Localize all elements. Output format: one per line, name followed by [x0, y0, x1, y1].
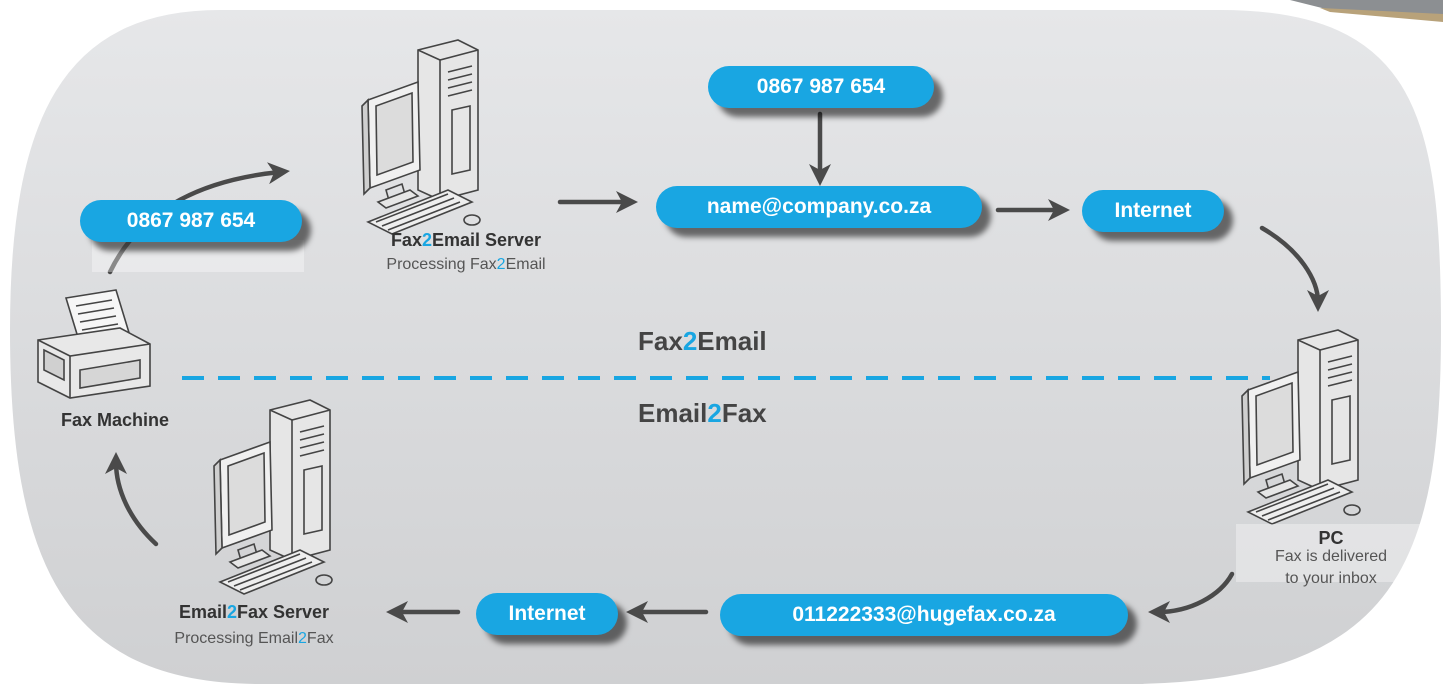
- pc-line2: to your inbox: [1285, 570, 1377, 587]
- email2fax-server-subtitle: Processing Email2Fax: [174, 630, 334, 647]
- fax-number-top-pill: 0867 987 654: [708, 66, 934, 108]
- fax-machine-label: Fax Machine: [60, 410, 170, 430]
- fax-number-left-pill: 0867 987 654: [80, 200, 302, 242]
- hugefax-address-pill: 011222333@hugefax.co.za: [720, 594, 1128, 636]
- email2fax-server-title: Email2Fax Server: [178, 602, 330, 622]
- arrow-icon: [105, 452, 159, 547]
- fax2email-server-title: Fax2Email Server: [390, 230, 542, 250]
- arrow-icon: [1148, 571, 1235, 623]
- internet-top-pill: Internet: [1082, 190, 1224, 232]
- email-address-pill: name@company.co.za: [656, 186, 982, 228]
- section-fax2email: Fax2Email: [638, 326, 767, 356]
- fax2email-server-subtitle: Processing Fax2Email: [386, 256, 546, 273]
- fax-machine-icon: [37, 289, 151, 399]
- pc-label: PC: [1318, 528, 1344, 548]
- arrow-icon: [1259, 225, 1329, 312]
- internet-bottom-pill: Internet: [476, 593, 618, 635]
- section-email2fax: Email2Fax: [638, 398, 767, 428]
- pc-line1: Fax is delivered: [1274, 548, 1388, 565]
